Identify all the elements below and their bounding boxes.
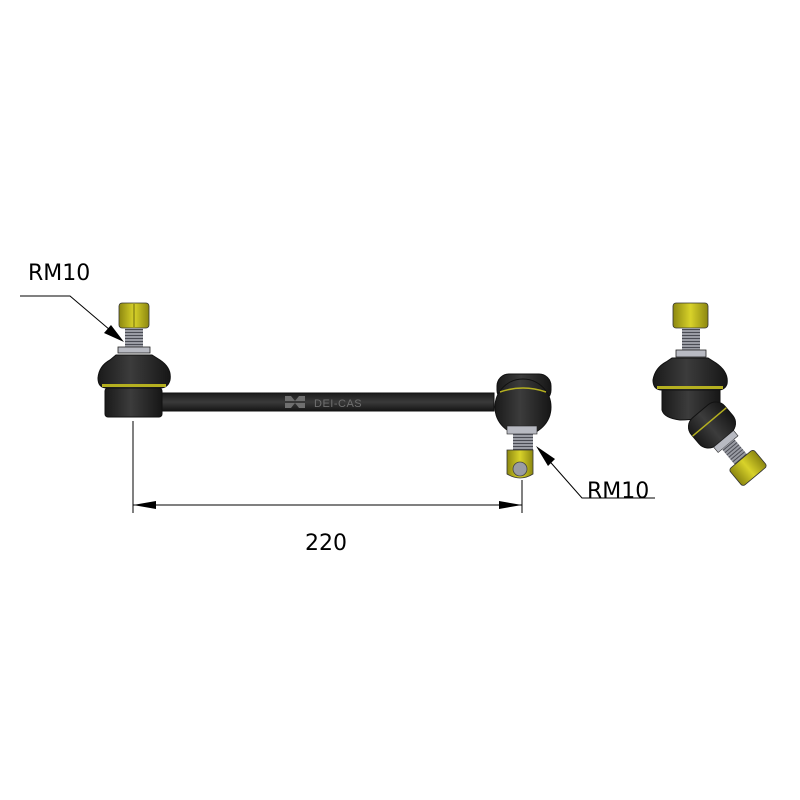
leader-arrow-top-left-icon <box>104 325 124 342</box>
right-ball-joint <box>494 373 552 479</box>
logo-text: DEI-CAS <box>314 398 362 410</box>
length-dimension <box>132 421 523 513</box>
left-boot <box>97 354 171 389</box>
leader-arrow-bottom-right-icon <box>536 446 555 466</box>
dimension-arrow-left-icon <box>133 501 156 509</box>
right-thread <box>513 434 533 450</box>
side-view-ball-joint <box>652 302 767 486</box>
logo-mark-icon <box>285 396 305 408</box>
left-housing <box>104 387 163 418</box>
left-ball-joint <box>97 302 171 418</box>
callout-top-left: RM10 <box>28 261 90 286</box>
dimension-arrow-right-icon <box>499 501 522 509</box>
link-rod <box>161 392 495 412</box>
leader-bottom-right <box>544 455 655 499</box>
left-washer <box>117 346 151 354</box>
brand-logo: DEI-CAS <box>285 396 362 410</box>
callout-bottom-right: RM10 <box>587 479 649 504</box>
leader-top-left <box>20 295 111 331</box>
left-thread <box>125 328 143 347</box>
dimension-label: 220 <box>305 531 347 556</box>
